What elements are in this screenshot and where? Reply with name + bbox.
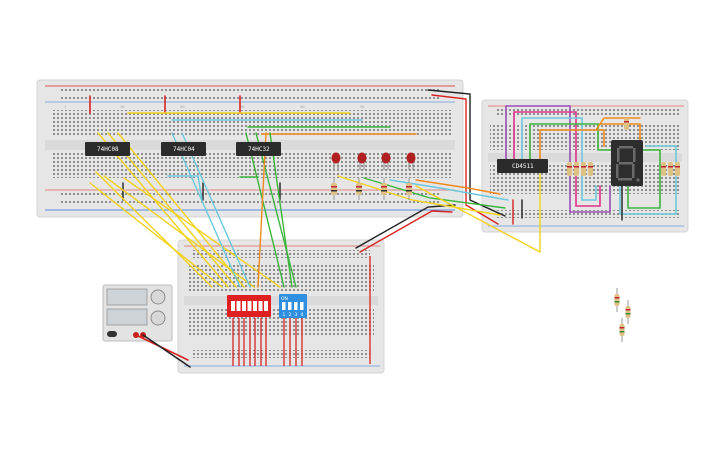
chip-label: CD4511 [512, 163, 534, 170]
loose-resistors[interactable] [614, 288, 631, 342]
current-knob[interactable] [150, 310, 166, 326]
led-icon[interactable] [381, 152, 391, 171]
dip-position-label: 3 [295, 312, 298, 318]
led-icon[interactable] [406, 152, 416, 171]
wires[interactable] [89, 89, 677, 368]
chip-label: 74HC04 [173, 146, 195, 153]
chip-74hc04[interactable]: 74HC04 [161, 142, 206, 156]
resistor-icon[interactable] [675, 162, 680, 176]
chip-74hc32[interactable]: 74HC32 [236, 142, 281, 156]
dip-switch-red[interactable] [227, 295, 271, 317]
resistor-icon[interactable] [581, 162, 586, 176]
svg-text:10: 10 [120, 105, 124, 109]
resistor-icon[interactable] [406, 178, 412, 200]
resistor-icon[interactable] [588, 162, 593, 176]
resistor-icon[interactable] [619, 318, 625, 342]
dip-switch-blue[interactable]: ON 1 2 3 4 [279, 294, 307, 318]
chip-label: 74HC32 [248, 146, 270, 153]
dip-on-label: ON [281, 296, 288, 302]
resistor-icon[interactable] [356, 178, 362, 200]
voltage-knob[interactable] [150, 289, 166, 305]
svg-text:40: 40 [300, 105, 304, 109]
resistor-icon[interactable] [567, 162, 572, 176]
led-icon[interactable] [331, 152, 341, 171]
voltage-display [106, 288, 148, 306]
resistor-icon[interactable] [614, 288, 620, 312]
led-icon[interactable] [357, 152, 367, 171]
resistor-icon[interactable] [661, 162, 666, 176]
resistor-icon[interactable] [381, 178, 387, 200]
resistor-icon[interactable] [625, 300, 631, 324]
chip-74hc08[interactable]: 74HC08 [85, 142, 130, 156]
resistor-icon[interactable] [331, 178, 337, 200]
seven-segment-display-icon[interactable] [611, 140, 643, 186]
dip-position-label: 2 [289, 312, 292, 318]
chip-cd4511[interactable]: CD4511 [497, 159, 548, 173]
resistor-icon[interactable] [668, 162, 673, 176]
resistor-icon[interactable] [624, 118, 629, 130]
svg-text:50: 50 [360, 105, 364, 109]
chip-label: 74HC08 [97, 146, 119, 153]
dip-position-label: 1 [283, 312, 286, 318]
svg-text:30: 30 [240, 105, 244, 109]
display-resistors[interactable] [567, 118, 680, 176]
current-display [106, 308, 148, 326]
pulldown-wires[interactable] [232, 256, 371, 366]
resistor-icon[interactable] [574, 162, 579, 176]
power-supply-icon[interactable] [102, 284, 173, 342]
power-switch[interactable] [107, 331, 117, 337]
dip-position-label: 4 [301, 312, 304, 318]
svg-text:20: 20 [180, 105, 184, 109]
led-array[interactable] [331, 152, 416, 201]
svg-text:1: 1 [64, 105, 66, 109]
